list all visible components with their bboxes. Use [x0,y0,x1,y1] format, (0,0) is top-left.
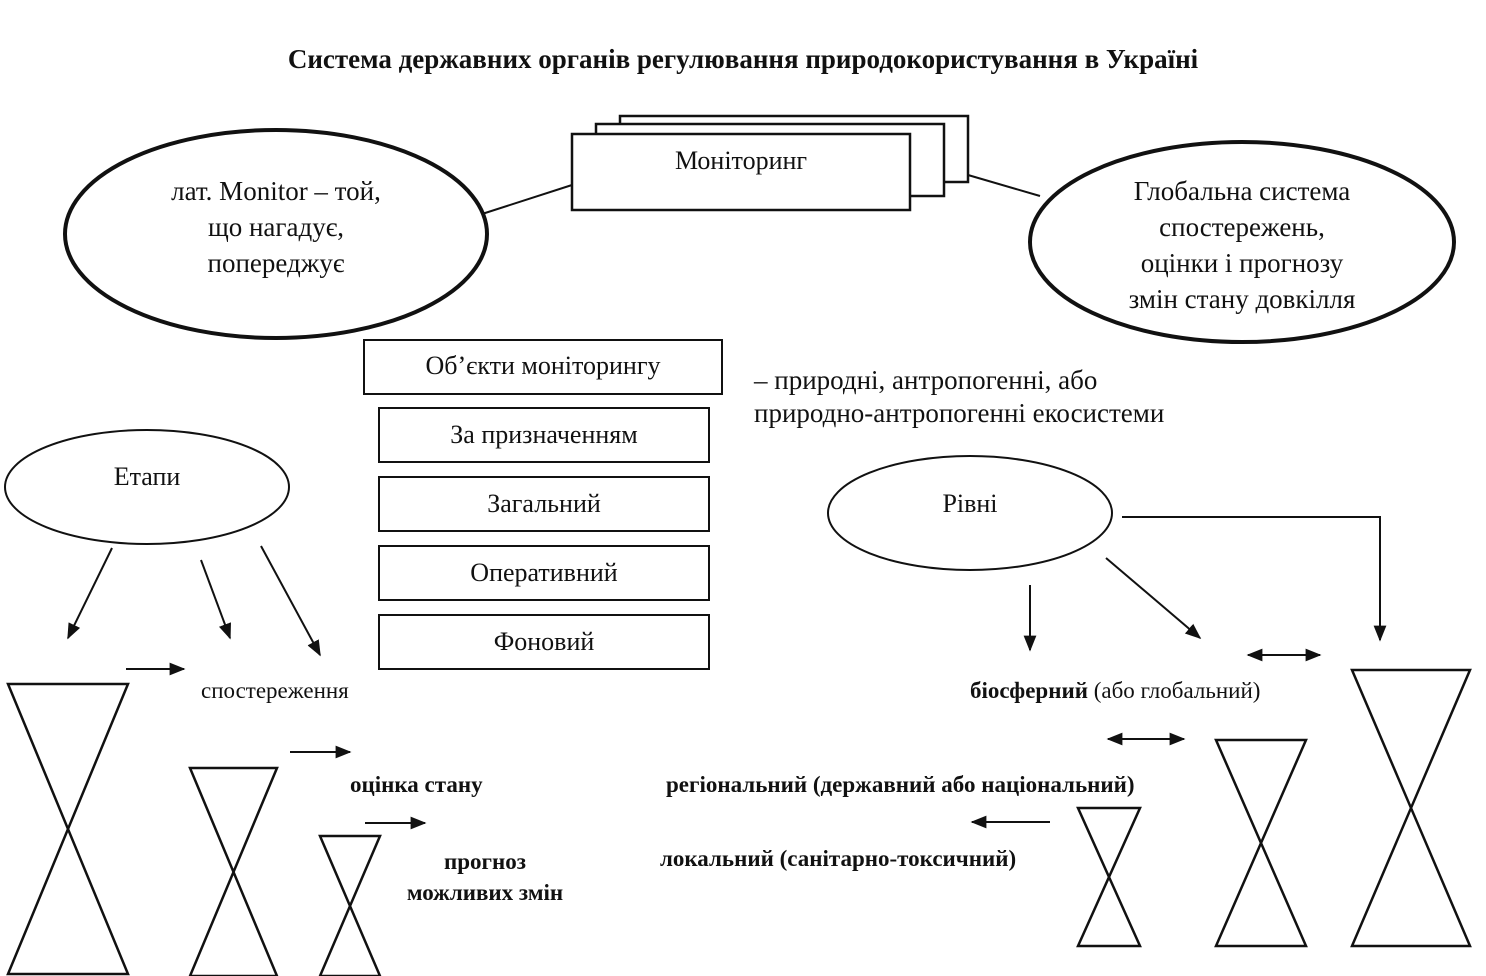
right-oval-line: спостережень, [1159,212,1325,242]
level-local: локальний (санітарно-токсичний) [660,846,1017,871]
stage-arrows [67,545,427,830]
purpose-label-3: Оперативний [470,558,618,587]
right-oval-text: Глобальна система спостережень, оцінки і… [1062,173,1422,317]
stages-oval [4,429,290,545]
connector-left [481,184,573,215]
purpose-boxes [378,407,710,670]
hourglass-shape [318,834,382,976]
left-oval-line: попереджує [207,248,345,278]
hourglass-shape [6,682,130,976]
purpose-box [378,614,710,670]
level-arrows [970,516,1387,829]
stage-forecast-line: прогноз [444,849,526,874]
hourglass-shape [1350,668,1472,948]
stage-hourglasses [6,682,382,976]
right-oval [1028,140,1456,344]
purpose-box [378,545,710,601]
purpose-label-4: Фоновий [493,627,595,656]
stage-observation: спостереження [201,678,349,703]
stages-label: Етапи [113,462,181,491]
monitoring-label: Моніторинг [674,146,808,175]
purpose-box [378,407,710,463]
right-oval-line: оцінки і прогнозу [1140,248,1344,278]
left-oval-line: лат. Monitor – той, [171,176,381,206]
stage-forecast-line: можливих змін [406,880,564,905]
hourglass-shape [188,766,279,976]
monitoring-stack [570,114,970,212]
level-regional: регіональний (державний або національний… [666,772,1135,797]
level-biospheric-rest: (або глобальний) [1087,678,1261,703]
left-oval [63,128,489,340]
objects-box [363,339,723,395]
purpose-box [378,476,710,532]
levels-label: Рівні [942,489,998,518]
connector-right [967,174,1041,197]
right-oval-line: змін стану довкілля [1128,284,1356,314]
right-oval-line: Глобальна система [1133,176,1351,206]
purpose-label-1: За призначенням [450,420,638,449]
objects-description: – природні, антропогенні, або природно-а… [754,364,1164,430]
stage-forecast: прогноз можливих змін [392,846,578,908]
objects-description-line: природно-антропогенні екосистеми [754,398,1165,428]
level-biospheric: біосферний (або глобальний) [970,678,1260,704]
left-oval-line: що нагадує, [207,212,345,242]
objects-description-line: – природні, антропогенні, або [754,365,1098,395]
hourglass-shape [1214,738,1308,948]
page-title: Система державних органів регулювання пр… [287,44,1199,74]
left-oval-text: лат. Monitor – той, що нагадує, попередж… [96,173,456,281]
objects-label: Об’єкти моніторингу [425,351,661,380]
hourglass-shape [1076,806,1142,948]
levels-oval [827,455,1113,571]
level-biospheric-bold: біосферний [970,678,1088,703]
level-hourglasses [1076,668,1472,948]
purpose-label-2: Загальний [487,489,601,518]
stage-assessment: оцінка стану [350,772,483,797]
